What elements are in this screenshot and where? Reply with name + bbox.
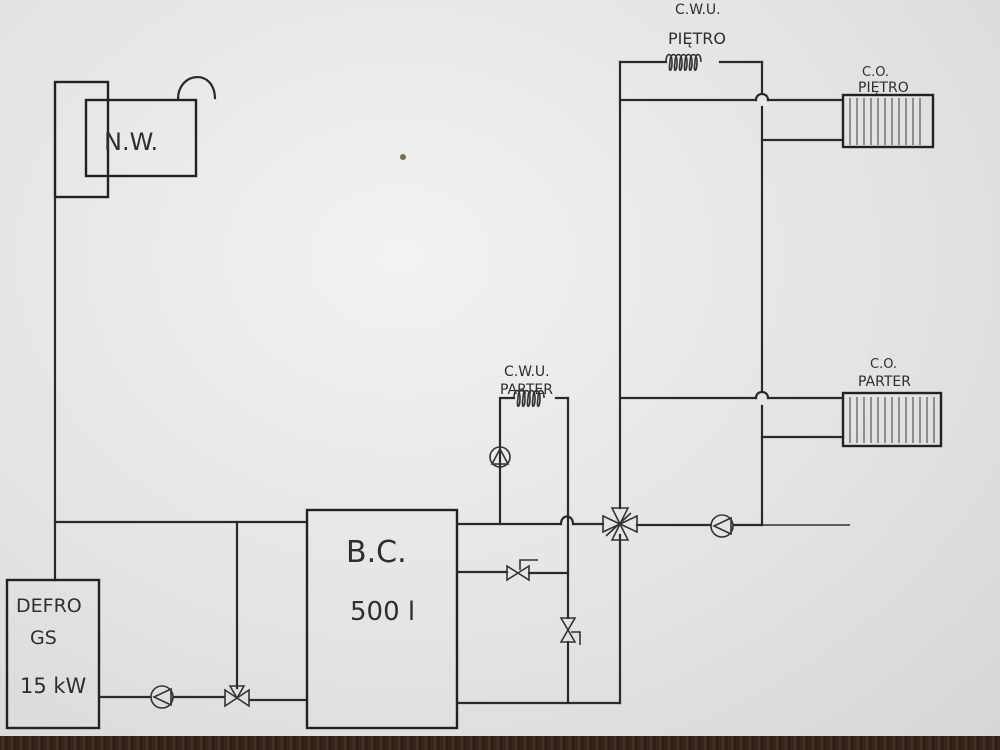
dhw-pump-icon xyxy=(489,446,511,468)
expansion-vessel-back-frame xyxy=(53,80,110,199)
boiler-pump-icon xyxy=(150,685,174,709)
radiator-ground: C.O. PARTER xyxy=(618,357,943,448)
three-way-valve-icon xyxy=(224,685,250,708)
buffer-tank-label: B.C. xyxy=(346,535,407,570)
buffer-tank-box xyxy=(305,508,459,730)
boiler: DEFRO GS 15 kW xyxy=(5,578,101,730)
radiator-ground-fins xyxy=(849,397,935,443)
check-valve-horizontal-icon xyxy=(506,559,538,582)
dhw-ground: C.W.U. PARTER xyxy=(489,364,570,526)
heating-pump-icon xyxy=(710,514,734,538)
radiator-ground-line1: C.O. xyxy=(870,357,897,372)
expansion-vessel-label: N.W. xyxy=(104,128,158,156)
radiator-upper-line1: C.O. xyxy=(862,65,889,80)
radiator-upper-line2: PIĘTRO xyxy=(858,80,909,96)
wooden-desk-edge xyxy=(0,736,1000,750)
dhw-upper-coil-icon xyxy=(665,53,702,72)
check-valve-vertical-icon xyxy=(559,617,581,645)
radiator-upper-crossover xyxy=(754,92,770,102)
dhw-ground-supply xyxy=(498,396,516,526)
radiator-ground-crossover xyxy=(754,390,770,400)
boiler-name: DEFRO xyxy=(16,595,82,617)
paper-stain xyxy=(400,154,406,160)
dhw-upper-line2: PIĘTRO xyxy=(668,29,726,48)
boiler-model: GS xyxy=(30,627,57,649)
radiator-upper-fins xyxy=(849,98,921,145)
radiator-ground-line2: PARTER xyxy=(858,374,911,390)
buffer-tank: B.C. 500 l xyxy=(305,508,459,730)
dhw-ground-coil-icon xyxy=(513,389,545,408)
expansion-vessel-vent-hook xyxy=(176,76,217,101)
buffer-tank-volume: 500 l xyxy=(350,597,415,627)
dhw-upper: C.W.U. PIĘTRO xyxy=(618,2,764,72)
boiler-box xyxy=(5,578,101,730)
expansion-vessel-box xyxy=(84,98,198,178)
dhw-ground-line1: C.W.U. xyxy=(504,364,550,380)
boiler-power: 15 kW xyxy=(20,674,87,698)
radiator-upper-body-icon xyxy=(841,93,935,149)
radiator-upper: C.O. PIĘTRO xyxy=(618,65,935,149)
dhw-upper-line1: C.W.U. xyxy=(675,2,721,18)
radiator-ground-body-icon xyxy=(841,391,943,448)
expansion-vessel: N.W. xyxy=(53,76,217,199)
